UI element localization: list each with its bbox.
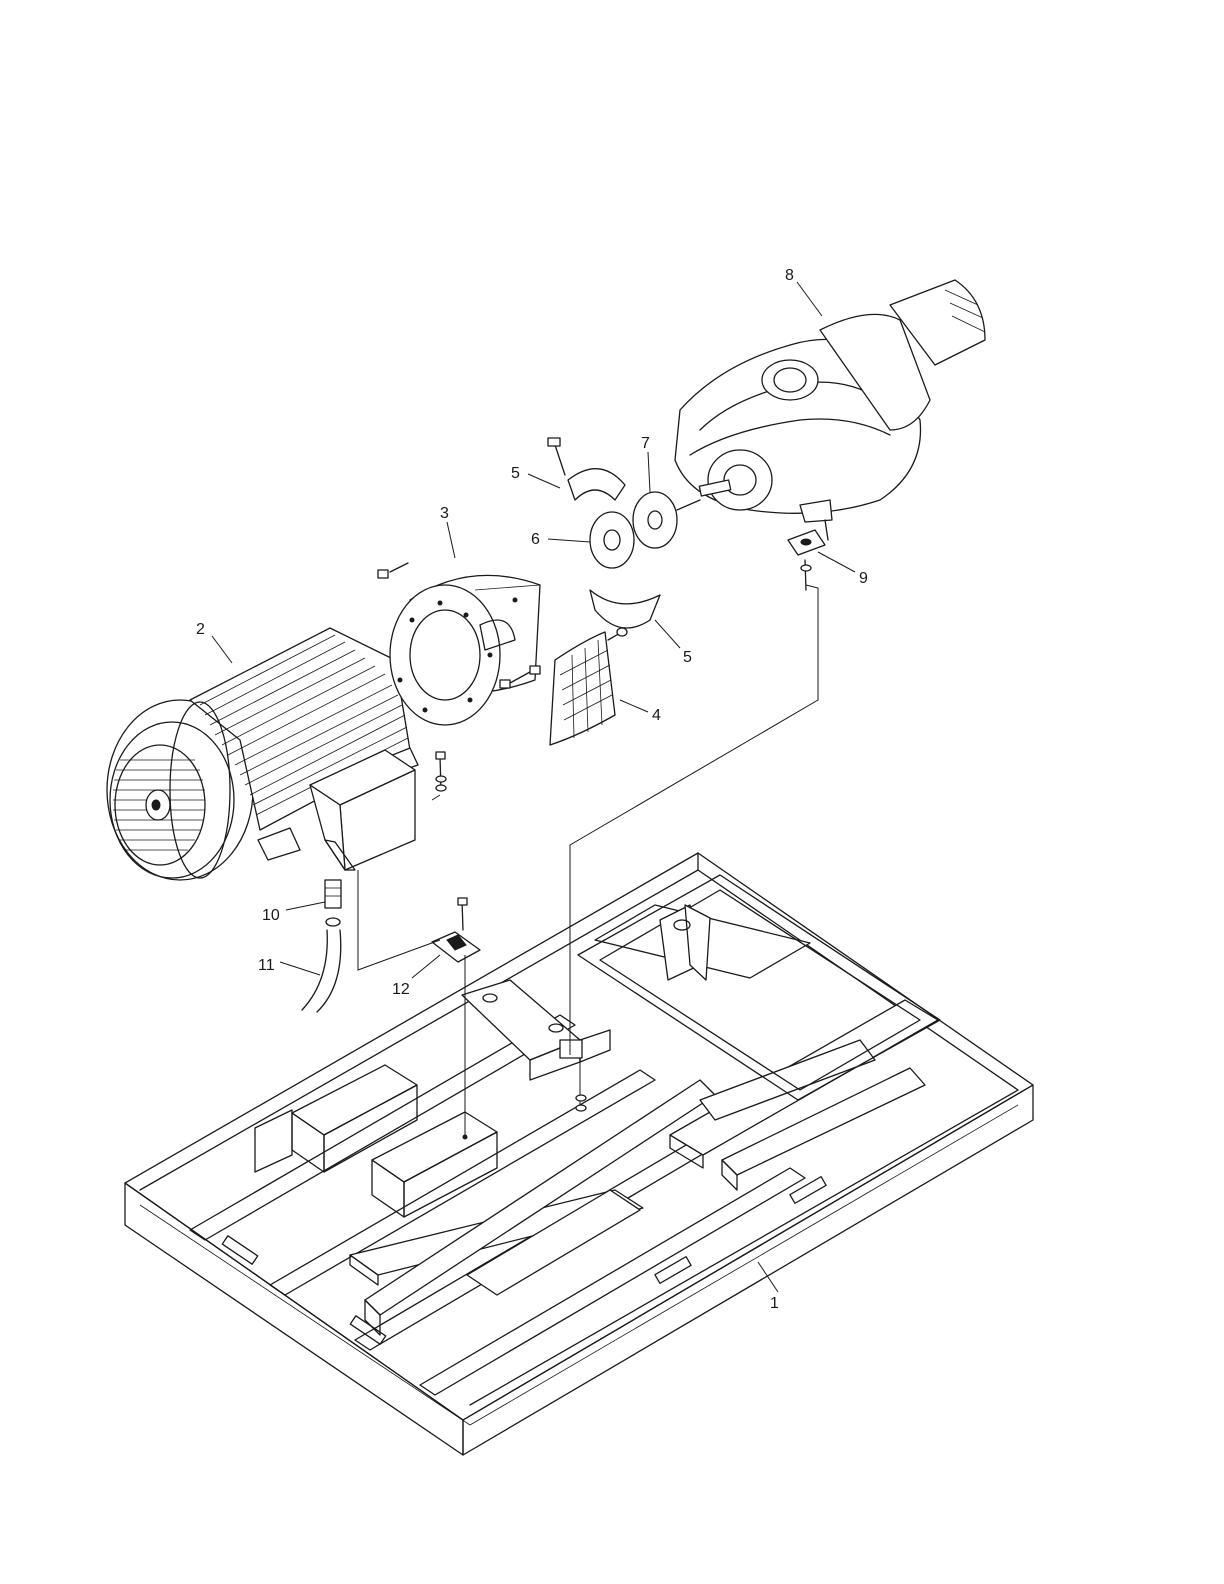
- callout-7: 7: [641, 435, 650, 492]
- conduit-fitting: [325, 880, 341, 926]
- callout-9: 9: [818, 552, 868, 587]
- svg-text:7: 7: [641, 435, 650, 452]
- callout-8: 8: [785, 267, 822, 316]
- callout-11: 11: [258, 957, 320, 975]
- callout-4: 4: [620, 700, 661, 724]
- svg-text:5: 5: [683, 649, 692, 666]
- callout-5a: 5: [511, 465, 560, 488]
- svg-text:8: 8: [785, 267, 794, 284]
- callout-2: 2: [196, 621, 232, 663]
- svg-text:3: 3: [440, 505, 449, 522]
- svg-text:1: 1: [770, 1295, 779, 1312]
- ground-lug: [432, 898, 480, 962]
- flange-adapter: [390, 575, 540, 725]
- svg-text:10: 10: [262, 907, 280, 924]
- base-frame: [125, 853, 1033, 1455]
- callout-3: 3: [440, 505, 455, 558]
- svg-text:9: 9: [859, 570, 868, 587]
- vibration-mount: [788, 520, 828, 590]
- callout-5b: 5: [655, 620, 692, 666]
- svg-text:2: 2: [196, 621, 205, 638]
- motor-bolts: [436, 752, 446, 791]
- svg-text:12: 12: [392, 981, 410, 998]
- coupling-hub-motor: [590, 512, 634, 568]
- coupling-cover-lower: [590, 590, 660, 640]
- callout-12: 12: [392, 955, 440, 998]
- svg-text:11: 11: [258, 957, 275, 974]
- svg-text:5: 5: [511, 465, 520, 482]
- callout-6: 6: [531, 531, 590, 548]
- svg-text:6: 6: [531, 531, 540, 548]
- svg-text:4: 4: [652, 707, 661, 724]
- coupling-hub-pump: [633, 492, 700, 548]
- callout-10: 10: [262, 902, 325, 924]
- callout-1: 1: [758, 1262, 779, 1312]
- pump: [675, 280, 985, 522]
- coupling-cover-upper: [548, 438, 625, 500]
